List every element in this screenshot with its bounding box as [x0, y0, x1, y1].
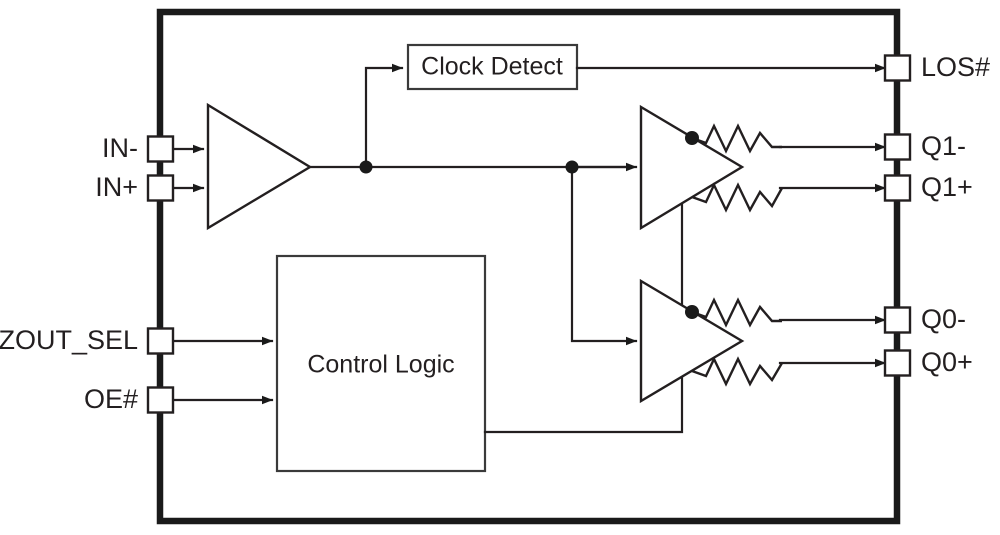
pin-box-q0-plus[interactable] [883, 349, 912, 377]
pin-label-q0-minus: Q0- [921, 304, 966, 334]
clock-detect-label: Clock Detect [421, 53, 563, 81]
pin-box-q1-minus[interactable] [883, 133, 912, 161]
control-logic-block[interactable] [275, 254, 487, 473]
q1-minus-series-resistor [691, 123, 782, 154]
wire-tap-to-q0-buffer [570, 165, 638, 346]
junction-dot-output-split [565, 160, 579, 174]
pin-box-oe[interactable] [146, 386, 175, 414]
pin-label-q1-minus: Q1- [921, 131, 966, 161]
pin-label-zout-sel: ZOUT_SEL [0, 325, 138, 355]
chip-boundary [156, 8, 901, 525]
pin-label-in-minus: IN- [102, 133, 138, 163]
pin-box-in-plus[interactable] [146, 174, 175, 202]
q0-minus-series-resistor [691, 297, 782, 328]
junction-dot-q1-series [685, 131, 699, 145]
pin-label-oe: OE# [84, 384, 138, 414]
control-logic-label: Control Logic [307, 351, 454, 379]
input-buffer-amplifier [206, 102, 313, 231]
pin-label-in-plus: IN+ [95, 172, 138, 202]
pin-box-in-minus[interactable] [146, 135, 175, 163]
pin-box-zout-sel[interactable] [146, 327, 175, 355]
wire-control-enable-rail [483, 203, 684, 434]
pin-label-q1-plus: Q1+ [921, 172, 973, 202]
pin-box-q1-plus[interactable] [883, 174, 912, 202]
q0-plus-series-resistor [691, 356, 784, 387]
q1-plus-series-resistor [691, 182, 784, 213]
clock-detect-block[interactable] [406, 43, 579, 91]
pin-box-los[interactable] [883, 54, 912, 82]
junction-dot-clock-detect-tap [359, 160, 373, 174]
pin-label-los: LOS# [921, 52, 990, 82]
junction-dot-q0-series [685, 305, 699, 319]
pin-box-q0-minus[interactable] [883, 306, 912, 334]
wire-tap-to-clock-detect [364, 63, 404, 169]
pin-label-q0-plus: Q0+ [921, 347, 973, 377]
